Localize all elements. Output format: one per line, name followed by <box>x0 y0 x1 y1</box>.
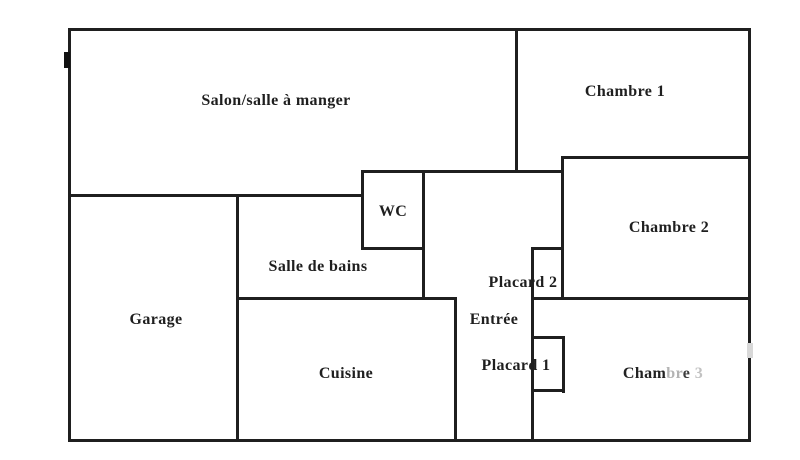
room-label-chambre-1: Chambre 1 <box>584 83 666 100</box>
wall-placard1-top <box>531 336 565 339</box>
room-label-part: 3 <box>690 365 704 382</box>
left-wall-tick <box>64 52 70 68</box>
wall-garage-right <box>236 194 239 442</box>
wall-chambre2-left <box>561 156 564 300</box>
wall-hall-top <box>361 170 564 173</box>
room-label-cuisine: Cuisine <box>318 365 374 382</box>
wall-chambre1-bottom <box>561 156 751 159</box>
wall-chambre3-top <box>531 297 751 300</box>
wall-placard1-bottom <box>531 389 565 392</box>
room-label-wc: WC <box>378 203 408 220</box>
wall-wc-left <box>361 170 364 250</box>
room-label-garage: Garage <box>129 311 183 328</box>
wall-salle-de-bains-bottom <box>236 297 457 300</box>
room-label-part: e <box>682 365 691 382</box>
wall-wc-bottom <box>361 247 425 250</box>
wall-salon-bottom <box>68 194 364 197</box>
wall-placard2-top <box>531 247 564 250</box>
room-label-entree: Entrée <box>469 311 519 328</box>
room-label-chambre-3: Chambre 3 <box>623 366 703 382</box>
right-wall-gap <box>747 343 753 358</box>
room-label-placard-1: Placard 1 <box>481 357 551 374</box>
room-label-salle-de-bains: Salle de bains <box>268 258 368 275</box>
room-label-part: Cham <box>622 365 667 382</box>
wall-cuisine-right <box>454 297 457 442</box>
room-label-chambre-2: Chambre 2 <box>628 219 710 236</box>
outer-wall <box>68 28 751 442</box>
room-label-salon: Salon/salle à manger <box>201 92 351 109</box>
room-label-part: br <box>666 365 683 382</box>
room-label-placard-2: Placard 2 <box>488 274 558 291</box>
wall-placard1-right <box>562 336 565 393</box>
wall-chambre3-left <box>531 247 534 442</box>
wall-wc-right <box>422 170 425 300</box>
wall-salon-chambre1-divider <box>515 28 518 173</box>
